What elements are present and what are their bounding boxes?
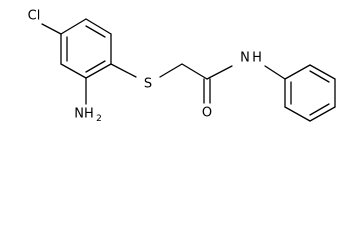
bond-ph-b6-b1 [284, 64, 311, 80]
bond-ring-double-1 [85, 25, 106, 38]
bond-ph-double-3 [309, 70, 330, 83]
bond-ring-a4-a5 [85, 63, 112, 79]
bond-ring-double-2 [85, 60, 106, 73]
oxygen-label: O [202, 106, 212, 121]
bond-s-to-ch2 [159, 63, 183, 78]
atom-label-o: O [202, 106, 212, 121]
atom-label-cl: Cl [28, 9, 41, 24]
chlorine-label: Cl [28, 9, 41, 24]
bond-ring-to-cl [41, 23, 62, 35]
phenyl-ring [284, 64, 336, 122]
chlorophenyl-ring [60, 18, 112, 79]
bond-ring-a6-a1 [85, 18, 112, 35]
sulfur-label: S [144, 77, 152, 92]
bond-carbonyl-to-n [206, 65, 233, 80]
atom-label-nh2: NH 2 [74, 107, 102, 125]
amino-subscript-label: 2 [96, 114, 102, 124]
amide-hydrogen-label: H [252, 51, 262, 66]
structure-diagram: Cl S O N H NH 2 [27, 8, 336, 125]
amide-nitrogen-label: N [240, 51, 250, 66]
bond-ph-b2-b3 [284, 106, 311, 122]
bond-ph-b3-b4 [309, 106, 336, 122]
bond-ring-a1-a2 [60, 18, 87, 35]
bond-n-to-phenyl [264, 65, 286, 80]
atom-label-s: S [144, 77, 152, 92]
amino-label: NH [74, 107, 94, 122]
atom-label-nh: N H [240, 51, 262, 66]
bond-ring-a3-a4 [60, 63, 87, 79]
bond-ch2-to-carbonyl [181, 63, 208, 80]
bond-ring-to-s [110, 63, 137, 78]
molecule-drawing: Cl S O N H NH 2 [28, 9, 336, 125]
bond-ph-double-2 [309, 103, 330, 116]
bond-ph-b5-b6 [309, 64, 336, 80]
